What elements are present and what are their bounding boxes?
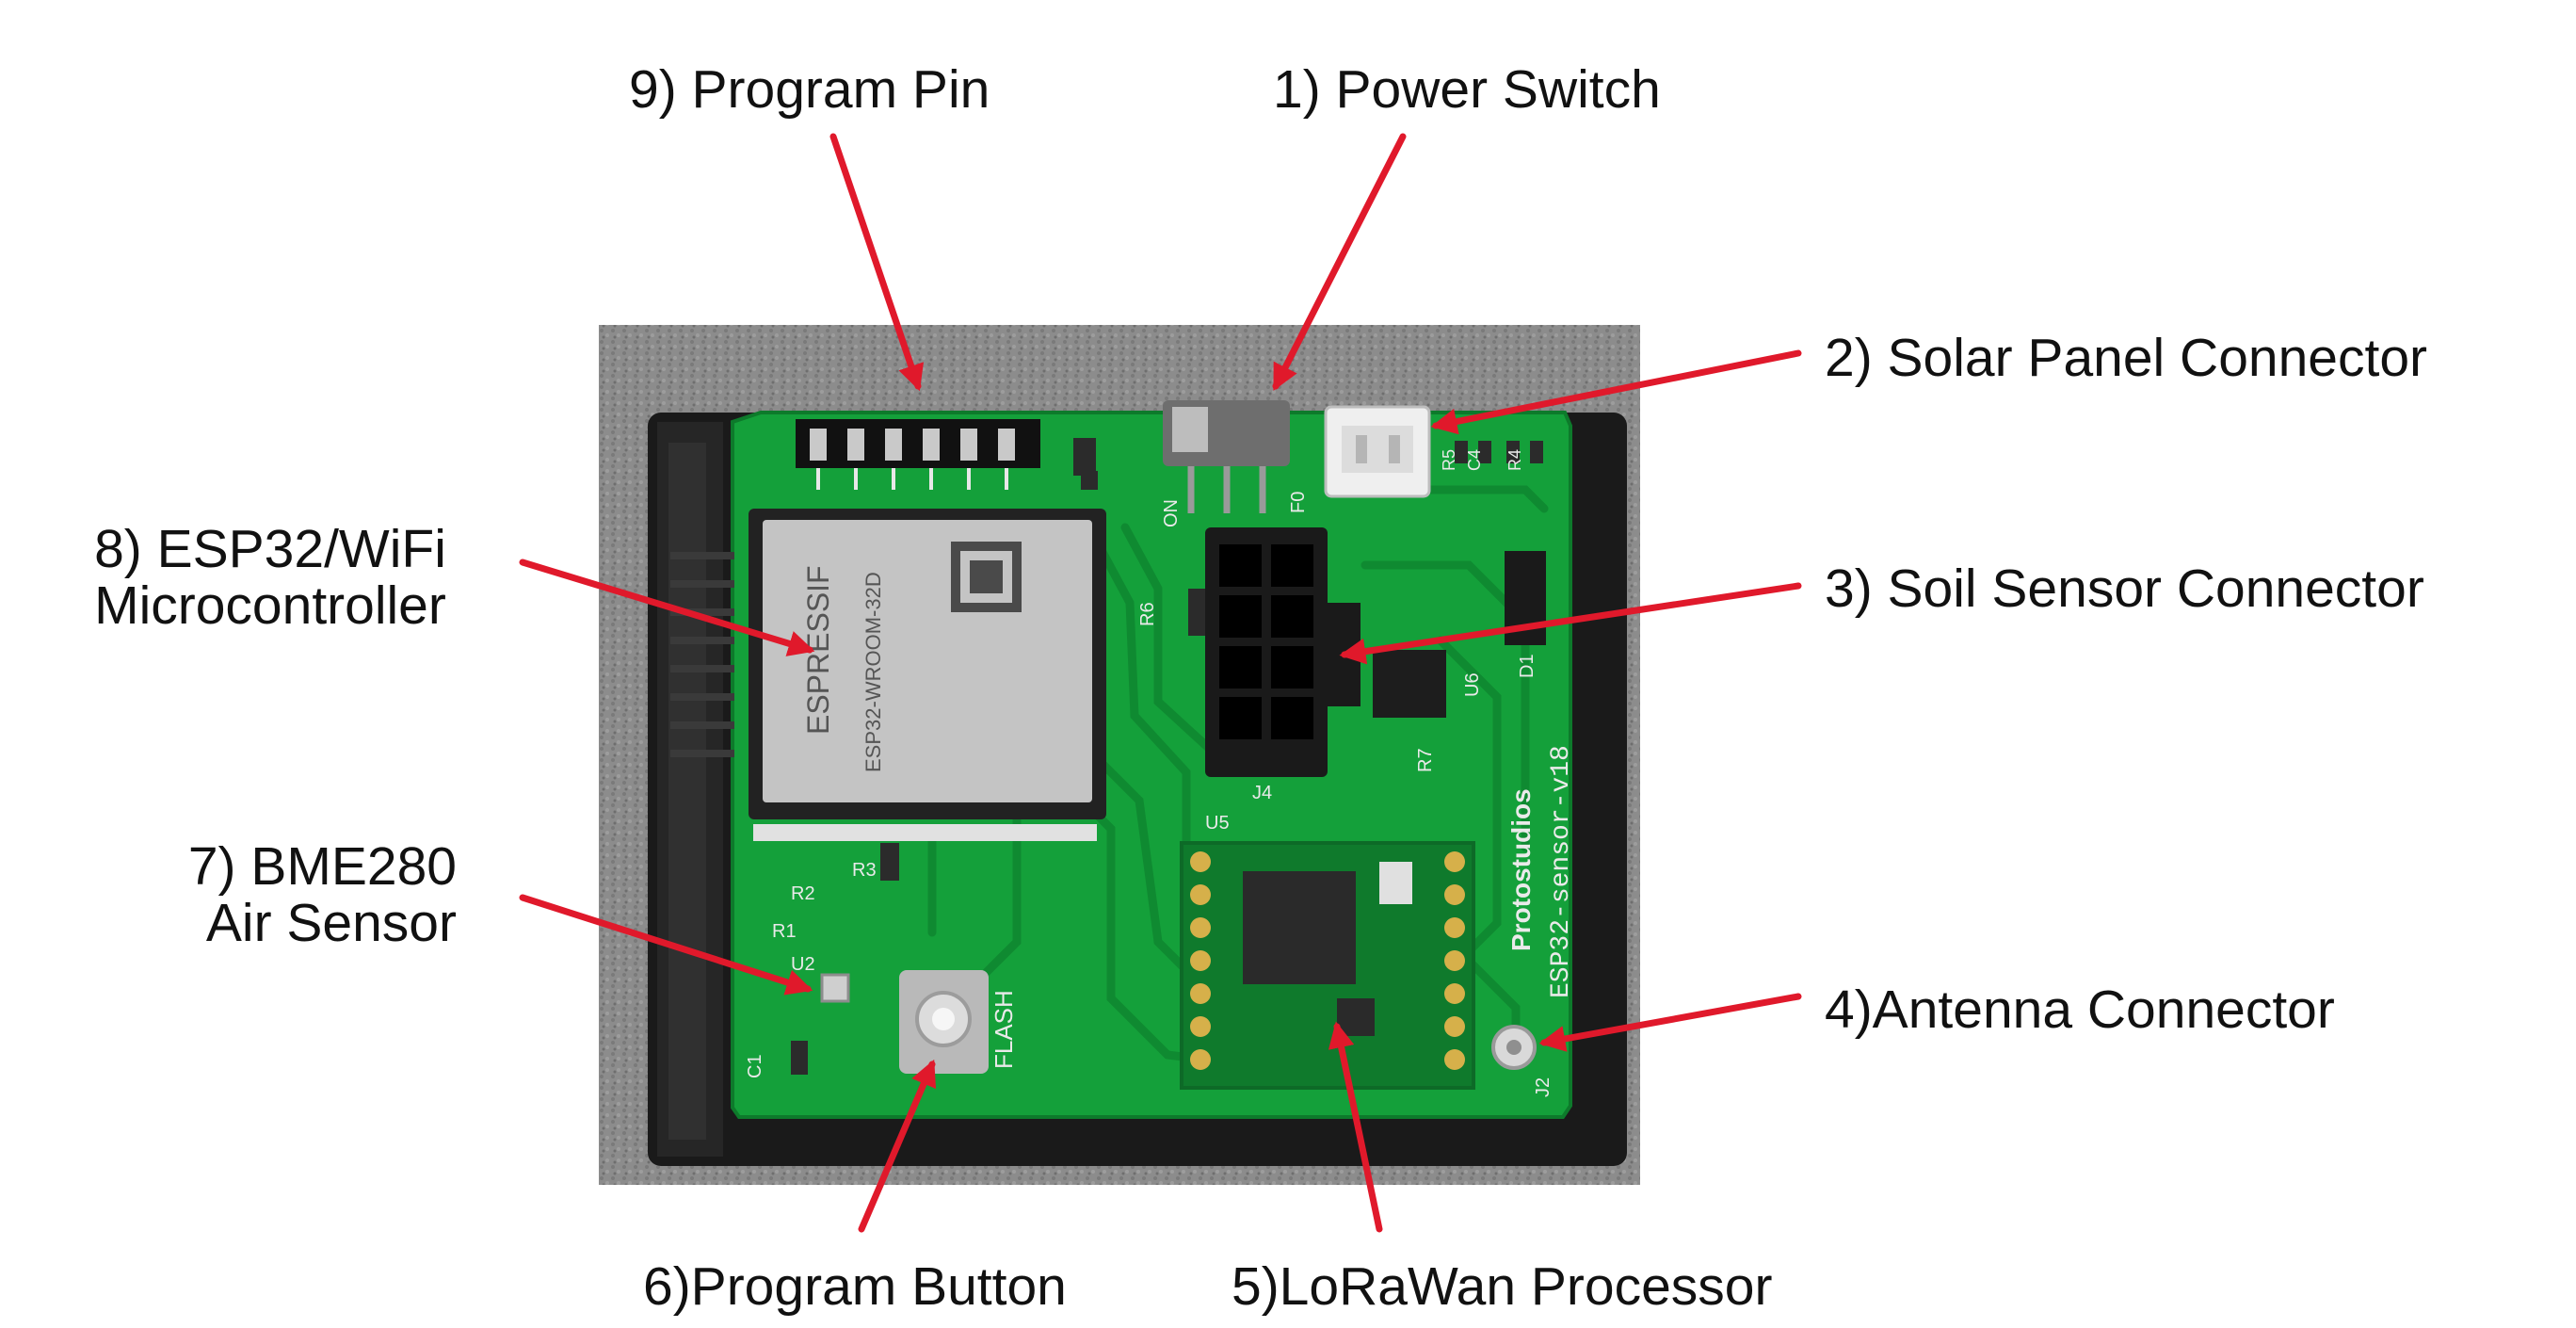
silk-u2: U2 [791, 954, 815, 975]
silk-brand: Protostudios [1506, 788, 1536, 951]
silk-board-name: ESP32-sensor-v18 [1547, 745, 1576, 998]
r6-resistor [1188, 589, 1205, 636]
silk-r1: R1 [772, 921, 797, 942]
program-pin-header [796, 419, 1040, 490]
silk-r3: R3 [852, 860, 877, 881]
silk-r7: R7 [1415, 748, 1436, 772]
label-esp32-line2: Microcontroller [94, 575, 446, 636]
silk-r6: R6 [1137, 602, 1158, 626]
silk-u6: U6 [1462, 672, 1483, 697]
callout-arrows [519, 133, 1802, 1233]
silk-fo: F0 [1288, 492, 1309, 513]
silk-c4: C4 [1465, 449, 1484, 471]
bme280-sensor [820, 973, 850, 1003]
arrow-bme280 [519, 894, 813, 996]
c1-capacitor [791, 1041, 808, 1075]
label-lorawan: 5)LoRaWan Processor [1232, 1256, 1773, 1317]
label-bme280-line1: 7) BME280 [187, 836, 457, 897]
silk-r4: R4 [1505, 449, 1524, 471]
arrow-power-switch [1272, 133, 1407, 391]
solar-panel-connector [1324, 405, 1431, 498]
label-program-button: 6)Program Button [643, 1256, 1067, 1317]
label-esp32: 8) ESP32/WiFi Microcontroller [68, 521, 473, 634]
esp32-module-name: ESP32-WROOM-32D [861, 572, 885, 772]
arrow-program-button [858, 1059, 937, 1233]
antenna-connector [1491, 1025, 1537, 1070]
smd-components-top-right [1073, 438, 1543, 490]
silk-u5: U5 [1205, 813, 1230, 834]
silk-r5: R5 [1440, 449, 1458, 471]
silk-d1: D1 [1517, 654, 1538, 678]
arrow-solar-panel [1430, 349, 1802, 435]
arrow-antenna [1538, 993, 1802, 1052]
u6-chip [1373, 650, 1446, 718]
label-soil-sensor: 3) Soil Sensor Connector [1825, 559, 2424, 619]
arrow-program-pin [829, 133, 925, 392]
lorawan-module [1180, 841, 1475, 1090]
silk-j2: J2 [1533, 1077, 1554, 1097]
arrow-esp32 [519, 559, 815, 656]
label-esp32-line1: 8) ESP32/WiFi [94, 519, 446, 579]
silk-r2: R2 [791, 883, 815, 904]
silk-c1: C1 [745, 1054, 765, 1078]
label-bme280-line2: Air Sensor [205, 893, 457, 953]
arrow-soil-sensor [1339, 582, 1802, 665]
r3-resistor [880, 843, 899, 881]
soil-sensor-connector [1205, 527, 1360, 777]
label-antenna: 4)Antenna Connector [1825, 980, 2335, 1040]
silk-on: ON [1161, 499, 1182, 527]
power-switch [1163, 400, 1290, 513]
arrow-lorawan [1328, 1021, 1383, 1233]
label-program-pin: 9) Program Pin [629, 59, 990, 120]
silk-j4: J4 [1252, 783, 1272, 803]
label-bme280: 7) BME280 Air Sensor [169, 838, 457, 951]
label-solar-panel: 2) Solar Panel Connector [1825, 328, 2428, 388]
program-button [899, 970, 989, 1074]
label-power-switch: 1) Power Switch [1273, 59, 1661, 120]
silk-flash: FLASH [990, 990, 1018, 1069]
